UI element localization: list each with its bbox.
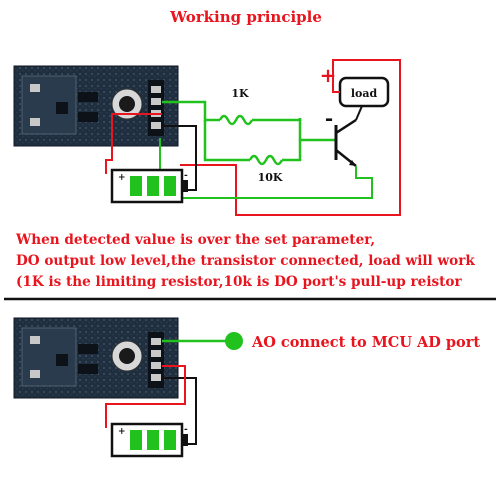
svg-text:+: + bbox=[118, 427, 126, 437]
description-line-3: (1K is the limiting resistor,10k is DO p… bbox=[16, 274, 462, 290]
resistor-1k-label: 1K bbox=[231, 87, 249, 100]
ao-note: AO connect to MCU AD port bbox=[251, 334, 480, 351]
wire-do-to-1k bbox=[162, 100, 220, 122]
resistor-10k bbox=[248, 140, 302, 166]
wire-module-gnd bbox=[162, 125, 197, 191]
wire-bottom-vcc bbox=[105, 365, 186, 428]
wire-module-vcc bbox=[105, 113, 162, 174]
ao-connection-dot bbox=[225, 332, 243, 350]
minus-sign: - bbox=[325, 106, 333, 130]
top-circuit: 1K 10K load + - bbox=[13, 59, 401, 216]
wire-base bbox=[298, 118, 336, 142]
wire-collector bbox=[355, 105, 363, 121]
transistor bbox=[334, 118, 357, 167]
bottom-circuit: AO connect to MCU AD port + - bbox=[13, 317, 480, 458]
page-title: Working principle bbox=[169, 8, 322, 26]
battery-bottom: + - bbox=[110, 422, 188, 458]
battery-top: + - bbox=[110, 168, 188, 204]
resistor-10k-label: 10K bbox=[258, 171, 283, 184]
wire-do-to-10k bbox=[203, 120, 250, 162]
svg-text:-: - bbox=[184, 425, 188, 435]
wire-supply-plus bbox=[180, 59, 401, 216]
svg-text:-: - bbox=[184, 171, 188, 181]
load-label: load bbox=[351, 87, 378, 100]
wire-bottom-gnd bbox=[162, 377, 197, 445]
sensor-module-bottom bbox=[13, 317, 179, 399]
resistor-1k bbox=[218, 114, 302, 126]
description-line-1: When detected value is over the set para… bbox=[15, 232, 375, 248]
description-line-2: DO output low level,the transistor conne… bbox=[16, 253, 475, 269]
sensor-module-top bbox=[13, 65, 179, 147]
svg-text:+: + bbox=[118, 173, 126, 183]
